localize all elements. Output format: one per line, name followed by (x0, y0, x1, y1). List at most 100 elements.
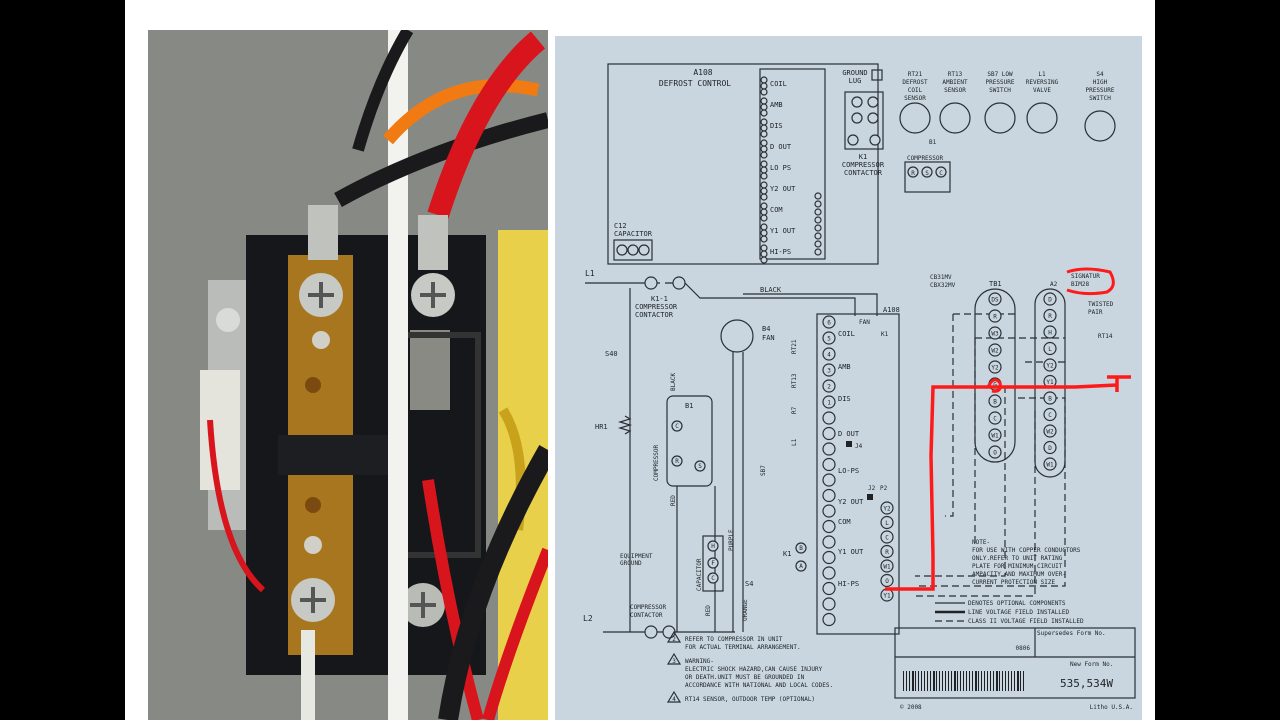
defrost-control-label: DEFROST CONTROL (659, 79, 731, 88)
legend-class-ii: CLASS II VOLTAGE FIELD INSTALLED (968, 618, 1084, 625)
cb31mv-label: CB31MV (930, 274, 952, 281)
component-label: SWITCH (1089, 95, 1111, 102)
p2-terminal: O (885, 578, 889, 585)
a2-label: A2 (1050, 281, 1058, 288)
fan-label: FAN (762, 334, 775, 342)
compressor-contactor-label-2: CONTACTOR (630, 612, 663, 619)
twisted-pair-label: TWISTED (1088, 301, 1114, 308)
component-symbol (939, 102, 971, 134)
term-c: C (939, 170, 943, 177)
footnote-line: OR DEATH.UNIT MUST BE GROUNDED IN (685, 674, 805, 681)
legend-line-voltage: LINE VOLTAGE FIELD INSTALLED (968, 609, 1070, 616)
red-annotation-wire (885, 375, 1131, 591)
a108-label: A108 (693, 68, 712, 77)
component-label: SENSOR (944, 87, 966, 94)
black-vertical-label: BLACK (670, 373, 677, 391)
c12-label: C12 (614, 222, 627, 230)
red-annotation-circle (1066, 267, 1115, 296)
note-line: NOTE- (972, 539, 990, 546)
b4-label: B4 (762, 325, 770, 333)
component-label: AMBIENT (942, 79, 968, 86)
b1-compressor-terminals: B1 COMPRESSOR R S C (904, 139, 951, 193)
board-terminal-label: LO-PS (838, 467, 859, 475)
a108-schematic-label: A108 (883, 306, 900, 314)
barcode (903, 671, 1024, 691)
component-label: VALVE (1033, 87, 1051, 94)
a108-terminal-label: COIL (770, 80, 787, 88)
component-label: SB7 LOW (987, 71, 1013, 78)
l1-label: L1 (585, 269, 595, 278)
p2-terminal: L (885, 520, 889, 527)
r7-label: R7 (791, 406, 798, 414)
l2-label: L2 (583, 614, 593, 623)
board-terminal: 4 (827, 352, 831, 359)
p2-label: P2 (880, 485, 888, 492)
title-block: Supersedes Form No. 0806 New Form No. 53… (894, 627, 1136, 711)
component-label: DEFROST (902, 79, 928, 86)
a2-terminal: Y2 (1046, 363, 1054, 370)
footnote-line: FOR ACTUAL TERMINAL ARRANGEMENT. (685, 644, 801, 651)
p2-terminal: Y2 (883, 506, 891, 513)
k1-label-3: CONTACTOR (844, 169, 883, 177)
schematic: L1 L2 K1-1 COMPRESSOR CONTACTOR BLACK A1… (583, 269, 900, 639)
a2-terminal: W2 (1046, 429, 1054, 436)
compressor-contactor-label: COMPRESSOR (630, 604, 667, 611)
note-line: FOR USE WITH COPPER CONDUCTORS (972, 547, 1081, 554)
tb1-terminal: G (993, 382, 997, 389)
a108-terminal-label: COM (770, 206, 783, 214)
bim28-label: BIM28 (1071, 281, 1089, 288)
a108-terminal-label: Y2 OUT (770, 185, 796, 193)
black-wire (334, 112, 548, 207)
k1-1-name-2: CONTACTOR (635, 311, 674, 319)
warning-triangle-icon (666, 630, 682, 643)
board-terminal-label: COM (838, 518, 851, 526)
component-label: SWITCH (989, 87, 1011, 94)
twisted-pair-label-2: PAIR (1088, 309, 1103, 316)
tb1-terminal: R (993, 314, 997, 321)
k1-label: K1 (859, 153, 867, 161)
term-r: R (911, 170, 915, 177)
purple-label: PURPLE (728, 529, 735, 551)
fan-terminal-label: FAN (859, 319, 870, 326)
board-terminal: 3 (827, 368, 831, 375)
rt21-label: RT21 (791, 339, 798, 354)
terminal-screw (291, 273, 455, 627)
b1-schematic-label: B1 (685, 402, 693, 410)
right-black-border (1155, 0, 1280, 720)
equipment-ground-label-2: GROUND (620, 560, 642, 567)
capacitor-label: CAPACITOR (614, 230, 653, 238)
board-terminal: 6 (827, 320, 831, 327)
p2-terminal: R (885, 549, 889, 556)
a108-terminal-label: LO PS (770, 164, 791, 172)
component-label: COIL (908, 87, 923, 94)
term-s: S (925, 170, 929, 177)
board-terminal-label: D OUT (838, 430, 860, 438)
component-label: SENSOR (904, 95, 926, 102)
black-wire-label: BLACK (760, 286, 782, 294)
sb7-label: SB7 (760, 465, 767, 476)
warning-triangle-icon (666, 690, 682, 703)
component-label: RT13 (948, 71, 963, 78)
tb1-terminal: B (993, 399, 997, 406)
footnote-number: 4 (672, 696, 676, 703)
copyright: © 2008 (900, 704, 922, 711)
copper-note: NOTE-FOR USE WITH COPPER CONDUCTORSONLY.… (972, 539, 1081, 586)
component-label: PRESSURE (986, 79, 1015, 86)
hr1-label: HR1 (595, 423, 608, 431)
component-label: PRESSURE (1086, 87, 1115, 94)
component-label: HIGH (1093, 79, 1108, 86)
component-symbol (1026, 102, 1058, 134)
left-black-border (0, 0, 125, 720)
a2-terminal: H (1048, 330, 1052, 337)
component-symbol (984, 102, 1016, 134)
b1-name: COMPRESSOR (907, 155, 944, 162)
component-symbol (899, 102, 931, 134)
tb1-terminal: C (993, 416, 997, 423)
tb1-terminal: O (993, 450, 997, 457)
a2-terminal: Y1 (1046, 379, 1054, 386)
cap-term-c: C (711, 575, 715, 582)
component-label: RT21 (908, 71, 923, 78)
board-terminal-label: Y1 OUT (838, 548, 864, 556)
a2-terminal: D (1048, 297, 1052, 304)
